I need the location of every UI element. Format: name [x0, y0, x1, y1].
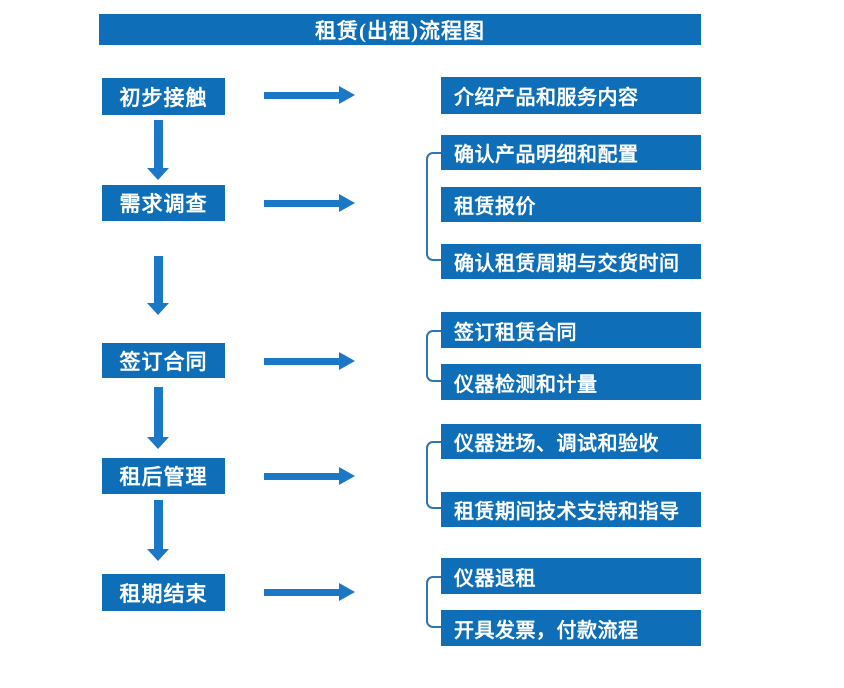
- detail-box: 开具发票，付款流程: [441, 610, 701, 646]
- stage-demand-survey: 需求调查: [102, 185, 225, 221]
- detail-box: 租赁期间技术支持和指导: [441, 492, 701, 527]
- down-arrow-icon: [147, 256, 169, 315]
- arrow-shaft: [154, 256, 163, 304]
- down-arrow-icon: [147, 500, 169, 561]
- arrow-shaft: [264, 358, 340, 365]
- down-arrow-icon: [147, 387, 169, 449]
- arrow-head: [339, 467, 355, 485]
- arrow-shaft: [154, 500, 163, 550]
- arrow-head: [147, 303, 169, 315]
- detail-box: 签订租赁合同: [441, 312, 701, 348]
- detail-group-bracket: [426, 441, 441, 509]
- arrow-head: [339, 583, 355, 601]
- arrow-head: [147, 168, 169, 180]
- arrow-shaft: [154, 387, 163, 438]
- arrow-shaft: [154, 120, 163, 169]
- arrow-head: [339, 86, 355, 104]
- detail-box: 确认租赁周期与交货时间: [441, 244, 701, 279]
- right-arrow-icon: [264, 583, 355, 601]
- detail-group-bracket: [426, 152, 441, 261]
- stage-initial-contact: 初步接触: [102, 78, 225, 115]
- right-arrow-icon: [264, 352, 355, 370]
- right-arrow-icon: [264, 467, 355, 485]
- arrow-head: [147, 549, 169, 561]
- detail-group-bracket: [426, 330, 441, 382]
- arrow-shaft: [264, 589, 340, 596]
- detail-box: 租赁报价: [441, 187, 701, 222]
- arrow-shaft: [264, 200, 340, 207]
- stage-sign-contract: 签订合同: [102, 343, 225, 378]
- arrow-shaft: [264, 92, 340, 99]
- detail-box: 仪器检测和计量: [441, 364, 701, 400]
- detail-box: 仪器退租: [441, 558, 701, 594]
- detail-box: 仪器进场、调试和验收: [441, 424, 701, 459]
- stage-lease-end: 租期结束: [102, 574, 225, 611]
- down-arrow-icon: [147, 120, 169, 180]
- detail-box: 介绍产品和服务内容: [441, 77, 701, 114]
- flowchart-title: 租赁(出租)流程图: [99, 14, 701, 45]
- arrow-shaft: [264, 473, 340, 480]
- right-arrow-icon: [264, 86, 355, 104]
- detail-group-bracket: [426, 576, 441, 628]
- stage-post-rental-management: 租后管理: [102, 458, 225, 494]
- right-arrow-icon: [264, 194, 355, 212]
- arrow-head: [339, 194, 355, 212]
- detail-box: 确认产品明细和配置: [441, 135, 701, 170]
- arrow-head: [147, 437, 169, 449]
- arrow-head: [339, 352, 355, 370]
